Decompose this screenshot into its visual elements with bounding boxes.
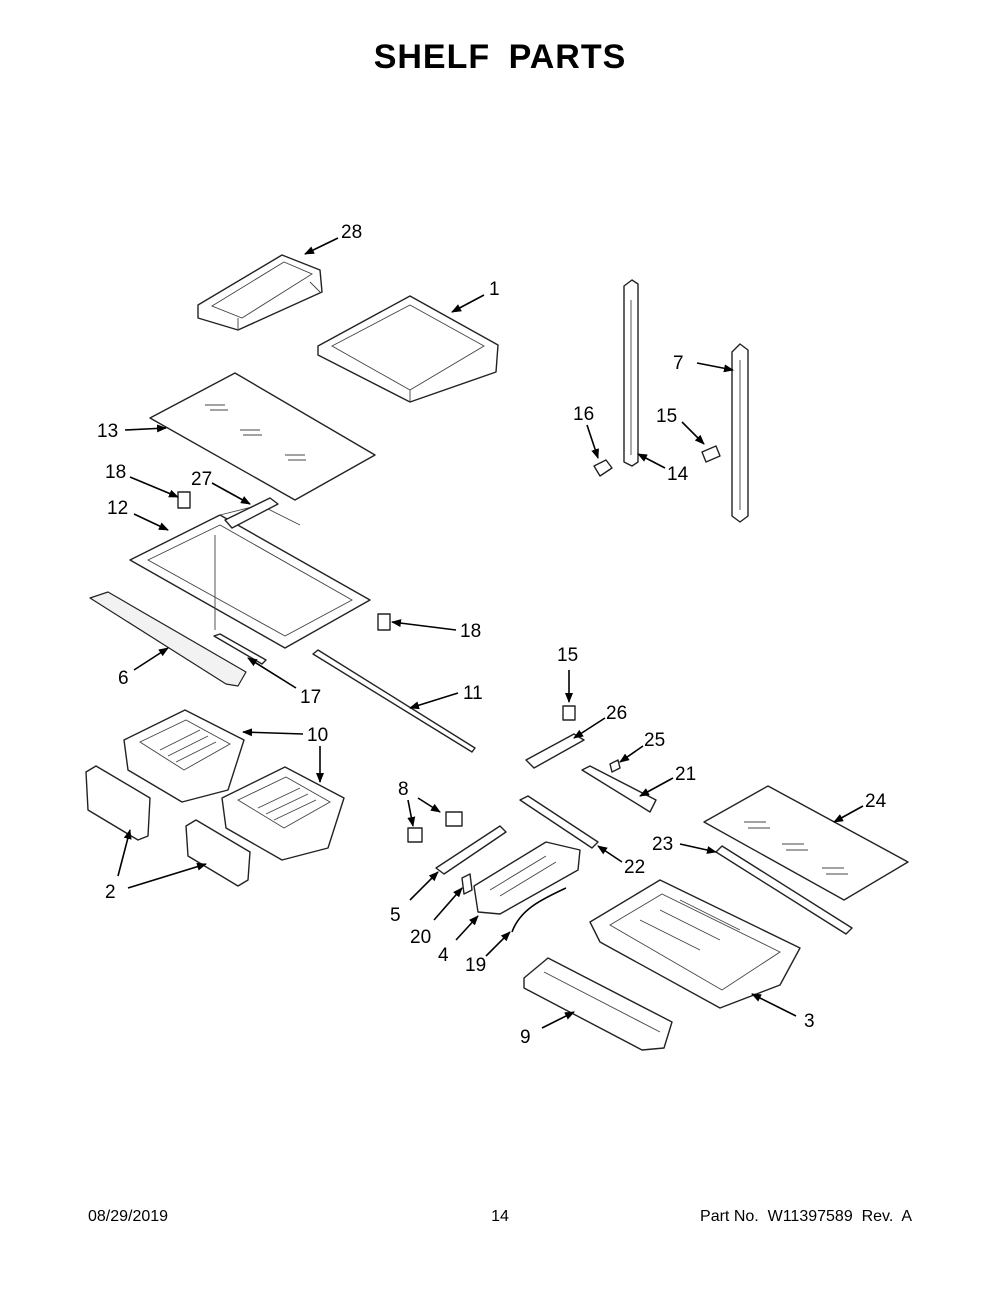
part-13-glass-shelf bbox=[149, 372, 376, 501]
leader-11 bbox=[409, 692, 459, 710]
callout-7: 7 bbox=[673, 353, 684, 374]
page-title: SHELF PARTS bbox=[373, 38, 627, 76]
callout-15-lower: 15 bbox=[557, 645, 578, 666]
part-22-rail bbox=[519, 795, 599, 849]
leader-2-a bbox=[117, 829, 132, 877]
callout-10: 10 bbox=[307, 725, 328, 746]
leader-28 bbox=[304, 237, 339, 255]
leader-25 bbox=[619, 745, 644, 763]
leader-19 bbox=[485, 931, 511, 957]
part-6-trim bbox=[89, 591, 247, 687]
part-28-shelf-frame bbox=[197, 254, 323, 331]
callout-3: 3 bbox=[804, 1011, 815, 1032]
callout-8: 8 bbox=[398, 779, 409, 800]
part-18-clip-lower bbox=[377, 613, 391, 631]
part-10-crisper-drawer-right bbox=[221, 766, 345, 861]
part-2-drawer-front-right bbox=[185, 819, 251, 887]
callout-20: 20 bbox=[410, 927, 431, 948]
callout-18-lower: 18 bbox=[460, 621, 481, 642]
leader-22 bbox=[597, 845, 623, 863]
part-10-crisper-drawer-left bbox=[123, 709, 245, 803]
leader-9 bbox=[541, 1011, 575, 1029]
callout-6: 6 bbox=[118, 668, 129, 689]
part-17-slide bbox=[213, 633, 267, 665]
part-14-shelf-rail bbox=[623, 279, 639, 467]
callout-1: 1 bbox=[489, 279, 500, 300]
callout-5: 5 bbox=[390, 905, 401, 926]
callout-23: 23 bbox=[652, 834, 673, 855]
part-3-pan bbox=[589, 879, 801, 1009]
callout-19: 19 bbox=[465, 955, 486, 976]
callout-21: 21 bbox=[675, 764, 696, 785]
leader-8-a bbox=[417, 797, 441, 813]
part-15-screw-upper bbox=[701, 445, 721, 463]
leader-7 bbox=[696, 362, 734, 373]
part-4-housing bbox=[473, 841, 581, 915]
leader-14 bbox=[637, 453, 666, 469]
part-11-rod bbox=[312, 649, 476, 753]
part-9-pan-cover bbox=[523, 957, 673, 1051]
part-23-trim bbox=[715, 845, 853, 935]
leader-23 bbox=[679, 843, 717, 854]
leader-18-upper bbox=[129, 476, 179, 498]
leader-1 bbox=[451, 294, 485, 313]
callout-24: 24 bbox=[865, 791, 887, 812]
callout-18-upper: 18 bbox=[105, 462, 126, 483]
leader-4 bbox=[455, 915, 479, 941]
leader-3 bbox=[751, 993, 797, 1017]
leader-24 bbox=[833, 805, 864, 823]
part-25-clip bbox=[609, 759, 621, 773]
leader-5 bbox=[409, 871, 439, 901]
leader-13 bbox=[124, 424, 167, 433]
footer-part-number: Part No. W11397589 Rev. A bbox=[700, 1208, 912, 1225]
part-2-drawer-front-left bbox=[85, 765, 151, 841]
part-16-screw bbox=[593, 459, 613, 477]
callout-11: 11 bbox=[463, 683, 483, 704]
part-1-shelf-frame bbox=[317, 295, 499, 403]
part-24-glass-shelf bbox=[703, 785, 909, 901]
part-18-clip-upper bbox=[177, 491, 191, 509]
part-12-crisper-cover-frame bbox=[129, 504, 371, 649]
footer-date: 08/29/2019 bbox=[88, 1208, 169, 1225]
leader-12 bbox=[133, 513, 169, 531]
leader-18-lower bbox=[391, 619, 457, 631]
callout-17: 17 bbox=[300, 687, 321, 708]
leader-10-left bbox=[242, 728, 304, 737]
part-7-shelf-rail bbox=[731, 343, 749, 523]
part-27-bracket bbox=[224, 497, 279, 529]
part-20-clip bbox=[461, 873, 473, 895]
footer-page-number: 14 bbox=[491, 1208, 509, 1225]
callout-27: 27 bbox=[191, 469, 212, 490]
leader-27 bbox=[211, 482, 251, 505]
callout-15-upper: 15 bbox=[656, 406, 677, 427]
leader-16 bbox=[586, 424, 599, 459]
leader-15-upper bbox=[681, 421, 705, 445]
leader-lines bbox=[117, 237, 864, 1029]
part-5-slide bbox=[435, 825, 507, 875]
callout-14: 14 bbox=[667, 464, 689, 485]
leader-8-b bbox=[407, 799, 416, 827]
callout-28: 28 bbox=[341, 222, 362, 243]
part-21-rail bbox=[581, 765, 657, 813]
callout-4: 4 bbox=[438, 945, 449, 966]
callout-16: 16 bbox=[573, 404, 594, 425]
callout-22: 22 bbox=[624, 857, 645, 878]
callout-13: 13 bbox=[97, 421, 118, 442]
part-8-screw bbox=[407, 811, 463, 843]
part-15-screw-lower bbox=[562, 705, 576, 721]
leader-26 bbox=[573, 717, 606, 739]
callout-25: 25 bbox=[644, 730, 665, 751]
callout-12: 12 bbox=[107, 498, 128, 519]
leader-17 bbox=[247, 657, 297, 689]
callout-2: 2 bbox=[105, 882, 116, 903]
callout-9: 9 bbox=[520, 1027, 531, 1048]
leader-21 bbox=[639, 777, 674, 797]
callout-26: 26 bbox=[606, 703, 627, 724]
leader-6 bbox=[133, 647, 169, 671]
part-19-wire-harness bbox=[511, 887, 567, 933]
leader-20 bbox=[433, 887, 463, 921]
part-26-bracket bbox=[525, 733, 585, 769]
leader-2-b bbox=[127, 862, 207, 889]
